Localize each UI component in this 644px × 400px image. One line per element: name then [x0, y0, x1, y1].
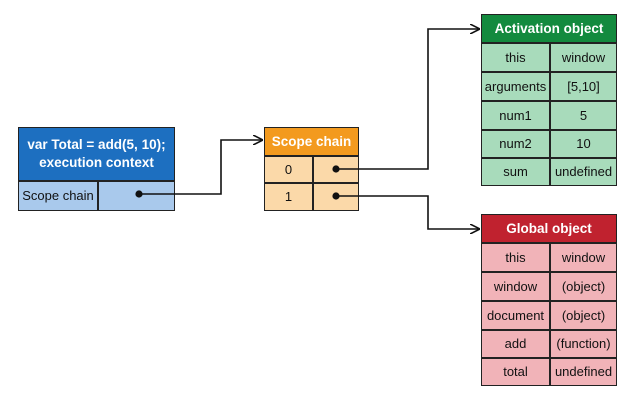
connector-line	[336, 29, 479, 170]
global-key-total: total	[503, 364, 528, 379]
scope-chain-index-0: 0	[284, 161, 293, 177]
scope-chain-index-1: 1	[284, 189, 293, 204]
execution-context-title-line1: var Total = add(5, 10);	[27, 137, 166, 152]
global-key-document: document	[486, 307, 545, 323]
global-key-window: window	[493, 278, 538, 294]
pointer-scope1-to-global-object	[332, 192, 479, 229]
global-value-total: undefined	[554, 364, 613, 379]
pointer-scope0-to-activation-object	[332, 29, 479, 173]
global-value-add: (function)	[556, 336, 611, 351]
pointer-context-to-scope-chain	[135, 140, 262, 198]
activation-value-num2: 10	[576, 136, 591, 151]
activation-key-sum: sum	[503, 164, 528, 179]
execution-context-box: var Total = add(5, 10); execution contex…	[18, 127, 175, 211]
global-value-document: (object)	[561, 307, 606, 323]
scope-chain-box: Scope chain 0 1	[264, 127, 359, 211]
execution-context-title-line2: execution context	[39, 155, 154, 170]
activation-object-table: Activation object this window arguments …	[481, 14, 617, 186]
global-object-header: Global object	[482, 215, 616, 242]
activation-value-arguments: [5,10]	[567, 78, 600, 94]
global-key-this: this	[505, 249, 526, 265]
global-value-window: (object)	[561, 278, 606, 294]
scope-chain-header: Scope chain	[265, 128, 358, 155]
activation-value-num1: 5	[579, 107, 588, 123]
activation-key-arguments: arguments	[484, 78, 547, 94]
connector-line	[139, 140, 262, 195]
global-value-this: window	[561, 249, 606, 265]
activation-key-num1: num1	[499, 107, 532, 123]
activation-object-header: Activation object	[482, 15, 616, 42]
connector-line	[336, 195, 479, 229]
activation-value-sum: undefined	[554, 164, 613, 179]
global-key-add: add	[504, 336, 527, 351]
execution-context-header: var Total = add(5, 10); execution contex…	[19, 128, 174, 180]
activation-key-num2: num2	[499, 136, 532, 151]
activation-value-this: window	[561, 49, 606, 65]
global-object-table: Global object this window window (object…	[481, 214, 617, 386]
execution-context-scope-chain-label: Scope chain	[22, 188, 94, 203]
activation-key-this: this	[505, 49, 526, 65]
